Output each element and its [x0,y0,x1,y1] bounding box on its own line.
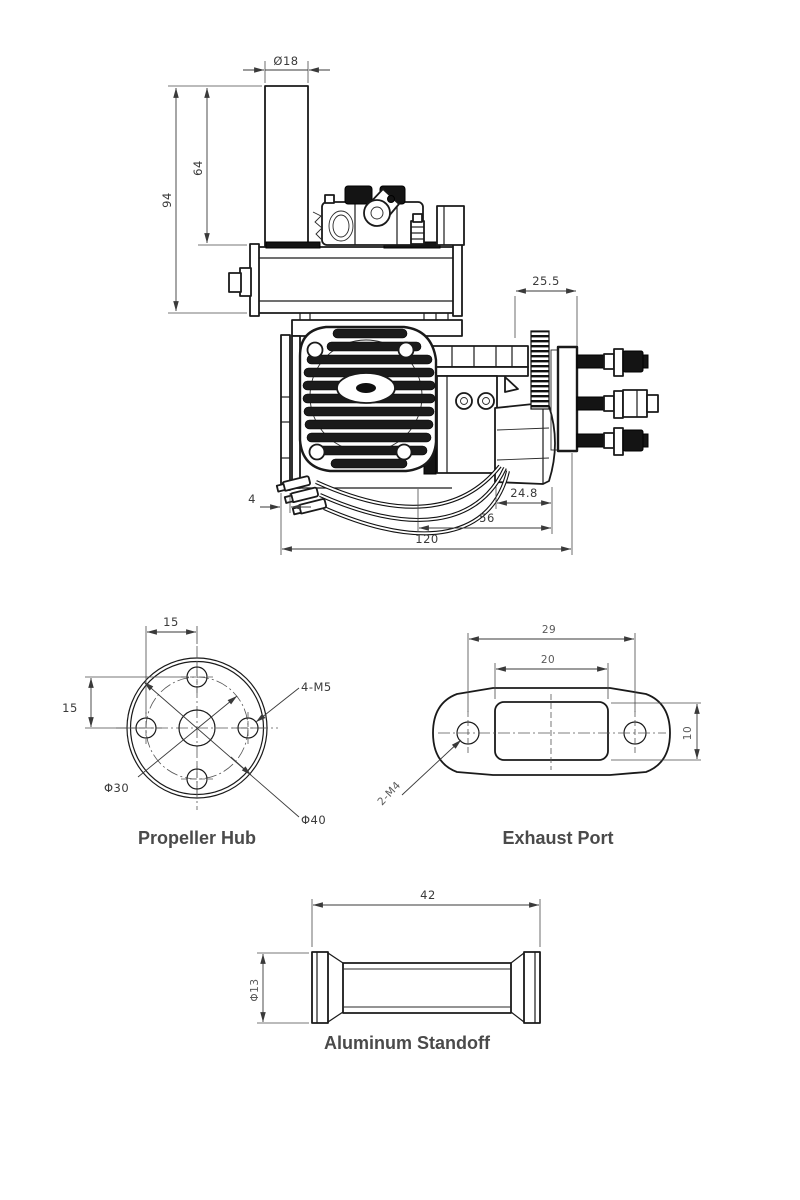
choke-lever [312,211,323,241]
standoff-view: 42 Φ13 Aluminum Standoff [249,888,541,1053]
prop-mount-flange [556,345,579,453]
muffler-pipe [264,85,309,247]
rear-cover [436,375,498,474]
dim-phi13-text: Φ13 [249,978,261,1001]
exhaust-port-title: Exhaust Port [502,828,613,848]
label-hub-bolt-circle: Φ30 [104,695,238,795]
dim-120-text: 120 [415,532,438,546]
dim-hub-15h-text: 15 [163,615,179,629]
standoff-left-flange [311,951,329,1024]
label-hub-bolts: 4-M5 [255,680,332,723]
dim-94-text: 94 [160,192,174,208]
dim-standoff-length: 42 [311,888,541,947]
dim-hub-15v-text: 15 [62,701,78,715]
dim-pipe-dia-text: Ø18 [273,54,298,68]
muffler-body [228,241,463,317]
cylinder-head [298,325,438,473]
fuel-nipple [410,213,425,245]
prop-bolt-middle [576,389,659,419]
standoff-tube [342,962,512,1014]
propeller-hub-title: Propeller Hub [138,828,256,848]
dim-pipe-diameter: Ø18 [243,54,330,83]
rear-crankcase [423,345,529,475]
dim-exhaust-port-width: 20 [494,654,609,699]
dim-64-text: 64 [191,160,205,176]
dim-rear-depth-25-5: 25.5 [514,274,578,346]
propeller-hub-view: 15 15 4-M5 Φ30 Φ40 Propeller Hub [62,615,332,848]
starter-gear [530,330,550,410]
dim-case-depth-56: 56 [417,489,553,534]
dim-pipe-height-64: 64 [168,85,262,246]
standoff-right-flange [523,951,541,1024]
dim-42-text: 42 [420,888,436,902]
hub-outer-dia-text: Φ40 [301,813,326,827]
dim-standoff-diameter: Φ13 [249,952,309,1024]
hub-bolt-circle-text: Φ30 [104,781,129,795]
dim-56-text: 56 [479,511,495,525]
throttle-arm [363,188,400,227]
dim-hub-offset-v: 15 [62,676,189,729]
dim-25-5-text: 25.5 [532,274,560,288]
glow-plug-hole [356,383,376,393]
dim-exhaust-bolt-spacing: 29 [467,624,636,712]
prop-bolt-top [576,348,649,377]
exhaust-opening [494,701,609,761]
hub-bolt-holes [130,661,264,795]
mount-plate [280,334,291,491]
needle-knob [344,185,373,205]
dim-total-length-120: 120 [280,453,573,555]
dim-hub-offset-h: 15 [145,615,198,714]
exhaust-port-view: 29 20 10 2-M4 Exhaust Port [375,624,701,848]
starter-hub-assembly [494,330,659,485]
prop-bolt-bottom [576,427,649,456]
head-screw-hole [395,443,413,461]
dim-10-text: 10 [682,726,694,740]
carb-bracket [436,205,465,246]
dim-24-8-text: 24.8 [510,486,538,500]
dim-4-text: 4 [248,492,256,506]
carburetor [312,185,465,246]
standoff-title: Aluminum Standoff [324,1033,491,1053]
head-screw-hole [397,341,415,359]
wire-connectors [275,475,327,516]
exhaust-bolts-text: 2-M4 [375,779,403,808]
dim-20-text: 20 [541,654,555,666]
ignition-wires [275,464,510,536]
hub-center-hole [178,709,216,747]
engine-side-view: Ø18 64 94 25.5 4 [160,54,659,555]
hub-bolts-text: 4-M5 [301,680,332,694]
label-hub-outer-dia: Φ40 [143,681,326,827]
head-screw-hole [308,443,326,461]
dim-29-text: 29 [542,624,556,636]
dim-hub-depth-24-8: 24.8 [495,486,553,509]
rear-cover-boss [455,392,473,410]
rear-cover-boss [477,392,495,410]
dim-mount-plate-4: 4 [248,492,311,513]
dim-exhaust-port-height: 10 [611,702,701,761]
dim-total-height-94: 94 [160,87,247,314]
head-screw-hole [306,341,324,359]
